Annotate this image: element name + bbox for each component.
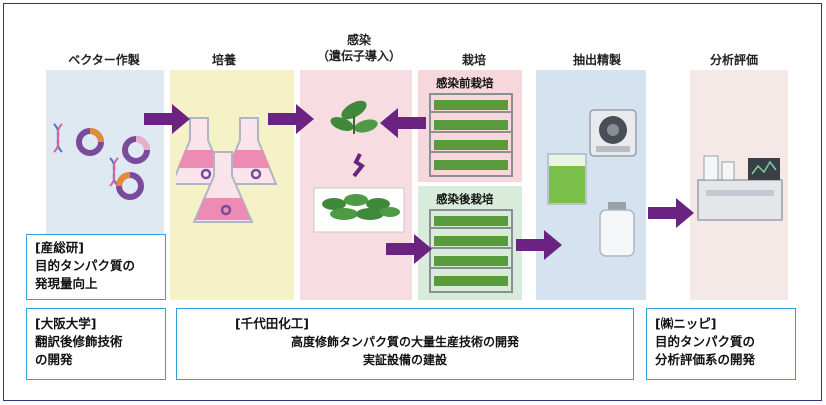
stage-title-infection-line1: 感染 bbox=[346, 33, 371, 47]
arrow-infection-to-shelf-post bbox=[386, 234, 432, 264]
analysis-illustration bbox=[697, 155, 783, 221]
shelf-post-illustration bbox=[429, 209, 513, 293]
stage-title-analysis: 分析評価 bbox=[709, 53, 758, 67]
flask-icon bbox=[176, 117, 278, 223]
infection-illustration bbox=[313, 100, 405, 233]
diagram-frame: ベクター作製 培養 感染 （遺伝子導入） 栽培 抽出精製 分析評価 bbox=[3, 3, 822, 401]
org-task-line2: の開発 bbox=[35, 352, 73, 367]
arrow-shelf-pre-to-infection bbox=[380, 108, 426, 138]
stage-title-cultivation: 栽培 bbox=[461, 53, 486, 67]
syringe-icon bbox=[352, 153, 365, 178]
shelf-pre-illustration bbox=[429, 93, 513, 177]
stage-title-infection: 感染 （遺伝子導入） bbox=[304, 32, 414, 64]
arrow-vector-to-culture bbox=[144, 104, 190, 134]
org-task-line1: 高度修飾タンパク質の大量生産技術の開発 bbox=[290, 335, 519, 349]
org-name: [㈱ニッピ] bbox=[655, 316, 717, 331]
plasmid-icon bbox=[76, 128, 150, 200]
dna-helix-icon bbox=[53, 123, 119, 187]
stage-title-extraction: 抽出精製 bbox=[572, 53, 621, 67]
shelf-label-pre: 感染前栽培 bbox=[436, 76, 494, 90]
stage-title-infection-line2: （遺伝子導入） bbox=[316, 49, 401, 63]
arrow-shelf-post-to-extraction bbox=[516, 230, 562, 260]
org-box-osaka: [大阪大学] 翻訳後修飾技術 の開発 bbox=[26, 308, 166, 380]
leaf-icon bbox=[330, 100, 378, 134]
beaker-icon bbox=[547, 153, 587, 205]
plasmid-illustration bbox=[53, 123, 150, 200]
bottle-icon bbox=[599, 202, 635, 257]
org-task-line1: 目的タンパク質の bbox=[35, 258, 136, 273]
plant-rack-icon bbox=[429, 93, 513, 177]
plant-rack-icon bbox=[429, 209, 513, 293]
org-task-line2: 分析評価系の開発 bbox=[655, 352, 756, 367]
org-task-line2: 発現量向上 bbox=[35, 276, 98, 291]
arrow-extraction-to-analysis bbox=[648, 198, 694, 228]
extraction-illustration bbox=[547, 109, 637, 257]
org-task-line2: 実証設備の建設 bbox=[362, 353, 447, 367]
flask-illustration bbox=[176, 117, 278, 223]
tray-icon bbox=[313, 187, 405, 233]
org-box-chiyoda: [千代田化工] 高度修飾タンパク質の大量生産技術の開発 実証設備の建設 bbox=[176, 308, 634, 380]
org-name: [産総研] bbox=[35, 240, 84, 255]
org-name: [千代田化工] bbox=[235, 316, 309, 331]
centrifuge-icon bbox=[589, 109, 637, 157]
analyzer-icon bbox=[697, 155, 783, 221]
org-task-line1: 目的タンパク質の bbox=[655, 334, 756, 349]
org-task-line1: 翻訳後修飾技術 bbox=[35, 334, 123, 349]
shelf-label-post: 感染後栽培 bbox=[436, 192, 494, 206]
org-box-sanso: [産総研] 目的タンパク質の 発現量向上 bbox=[26, 234, 166, 300]
org-name: [大阪大学] bbox=[35, 316, 97, 331]
org-box-nippi: [㈱ニッピ] 目的タンパク質の 分析評価系の開発 bbox=[646, 308, 796, 380]
stage-title-culture: 培養 bbox=[211, 53, 236, 67]
stage-title-vector: ベクター作製 bbox=[68, 53, 140, 67]
arrow-culture-to-infection bbox=[268, 104, 314, 134]
